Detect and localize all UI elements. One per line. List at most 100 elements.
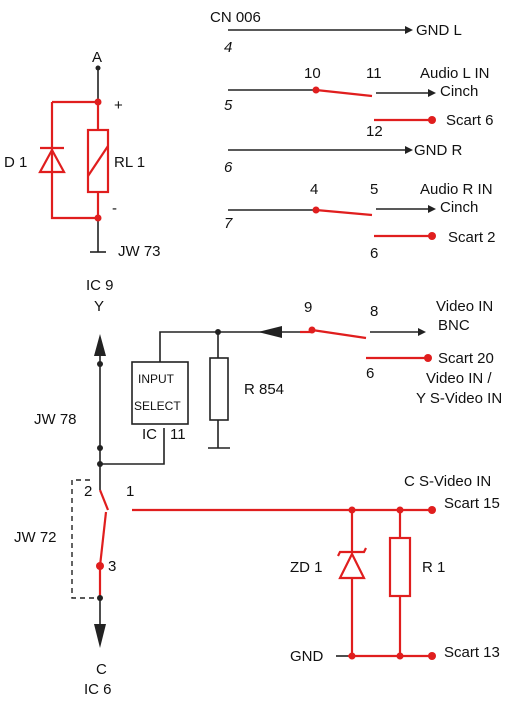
node-pin10 [312, 86, 320, 94]
label-pin11: 11 [366, 65, 382, 82]
label-pin1: 1 [126, 483, 134, 500]
label-plus: + [114, 97, 123, 114]
node-y-top [97, 361, 103, 367]
wire-red-loop [50, 102, 100, 220]
node-scart20 [424, 354, 432, 362]
label-scart15: Scart 15 [444, 495, 500, 512]
label-ic-select: IC [142, 426, 157, 443]
arrow-c-down [94, 624, 106, 648]
arrow-gnd-l [405, 26, 413, 34]
relay-rl1-slash [87, 145, 109, 177]
label-gnd-r: GND R [414, 142, 463, 159]
node-scart2 [428, 232, 436, 240]
label-pin8: 8 [370, 303, 378, 320]
zener-zd1-bar [337, 547, 367, 557]
label-c-svideo-in: C S-Video IN [404, 473, 491, 490]
wire-red-top [52, 100, 100, 130]
label-rl1: RL 1 [114, 154, 145, 171]
label-pin6b: 6 [370, 245, 378, 262]
label-pin5b: 5 [370, 181, 378, 198]
switch-jw72-arm [98, 511, 108, 567]
label-pin4b: 4 [310, 181, 318, 198]
jw72-dashed-frame [71, 479, 100, 599]
arrow-gnd-r [405, 146, 413, 154]
label-scart2: Scart 2 [448, 229, 496, 246]
node-scart6 [428, 116, 436, 124]
label-video-in-y1: Video IN / [426, 370, 492, 387]
wire-select-input [159, 331, 300, 362]
label-select: SELECT [134, 399, 181, 413]
label-cn006: CN 006 [210, 9, 261, 26]
label-pin4: 4 [224, 39, 232, 56]
switch-video [311, 328, 367, 340]
label-zd1: ZD 1 [290, 559, 323, 576]
label-cinch-2: Cinch [440, 199, 478, 216]
resistor-r1 [388, 536, 412, 598]
switch-audio-l [315, 88, 373, 98]
arrow-video-in [258, 326, 282, 338]
resistor-r854 [209, 357, 229, 421]
wire-to-select [100, 428, 165, 465]
switch-jw72-top [98, 489, 110, 511]
node-r1-bottom [396, 652, 404, 660]
label-node-a: A [92, 49, 102, 66]
relay-rl1-coil [86, 128, 110, 194]
node-jw78-bottom [97, 445, 103, 451]
label-ic6: IC 6 [84, 681, 112, 698]
label-pin12: 12 [366, 123, 383, 140]
label-cinch-1: Cinch [440, 83, 478, 100]
label-scart13: Scart 13 [444, 644, 500, 661]
label-y: Y [94, 298, 104, 315]
label-bnc: BNC [438, 317, 470, 334]
label-audio-r-in: Audio R IN [420, 181, 493, 198]
arrow-cinch-l [428, 89, 436, 97]
label-ic9: IC 9 [86, 277, 114, 294]
label-r1: R 1 [422, 559, 445, 576]
label-d1: D 1 [4, 154, 27, 171]
label-gnd: GND [290, 648, 324, 665]
node-pin9 [308, 326, 316, 334]
label-pin9: 9 [304, 299, 312, 316]
label-scart20: Scart 20 [438, 350, 494, 367]
switch-audio-r [315, 208, 373, 217]
node-scart15 [428, 506, 436, 514]
relay-block: A + - D 1 RL 1 JW 73 [4, 49, 161, 260]
label-video-in-y2: Y S-Video IN [416, 390, 502, 407]
label-pin5: 5 [224, 97, 233, 114]
label-pin10: 10 [304, 65, 321, 82]
label-scart6: Scart 6 [446, 112, 494, 129]
node-minus [94, 214, 102, 222]
label-audio-l-in: Audio L IN [420, 65, 490, 82]
label-minus: - [112, 200, 117, 217]
label-c: C [96, 661, 107, 678]
label-pin6c: 6 [366, 365, 374, 382]
label-pin7: 7 [224, 215, 233, 232]
arrow-y-up [94, 334, 106, 356]
node-zd1-bottom [348, 652, 356, 660]
label-pin3: 3 [108, 558, 116, 575]
label-jw73: JW 73 [118, 243, 161, 260]
cn006-audio-block: CN 006 GND L 4 10 11 Audio L IN Cinch 5 … [210, 9, 496, 262]
node-a-dot [95, 65, 101, 71]
video-block: IC 9 Y JW 78 INPUT SELECT IC 11 R 854 9 … [34, 277, 502, 490]
label-r854: R 854 [244, 381, 284, 398]
diode-d1-symbol [38, 147, 66, 174]
label-jw78: JW 78 [34, 411, 77, 428]
arrow-bnc [418, 328, 426, 336]
chroma-block: 2 1 JW 72 3 C IC 6 C S-Video IN Scart 15… [14, 473, 500, 698]
node-pin3 [96, 562, 104, 570]
label-pin2: 2 [84, 483, 92, 500]
arrow-cinch-r [428, 205, 436, 213]
label-pin6: 6 [224, 159, 233, 176]
zener-zd1-symbol [338, 551, 366, 580]
label-input: INPUT [138, 372, 175, 386]
node-scart13 [428, 652, 436, 660]
node-pin4b [312, 206, 320, 214]
label-gnd-l: GND L [416, 22, 462, 39]
node-c [97, 595, 103, 601]
label-jw72: JW 72 [14, 529, 57, 546]
label-video-in: Video IN [436, 298, 493, 315]
node-plus [94, 98, 102, 106]
